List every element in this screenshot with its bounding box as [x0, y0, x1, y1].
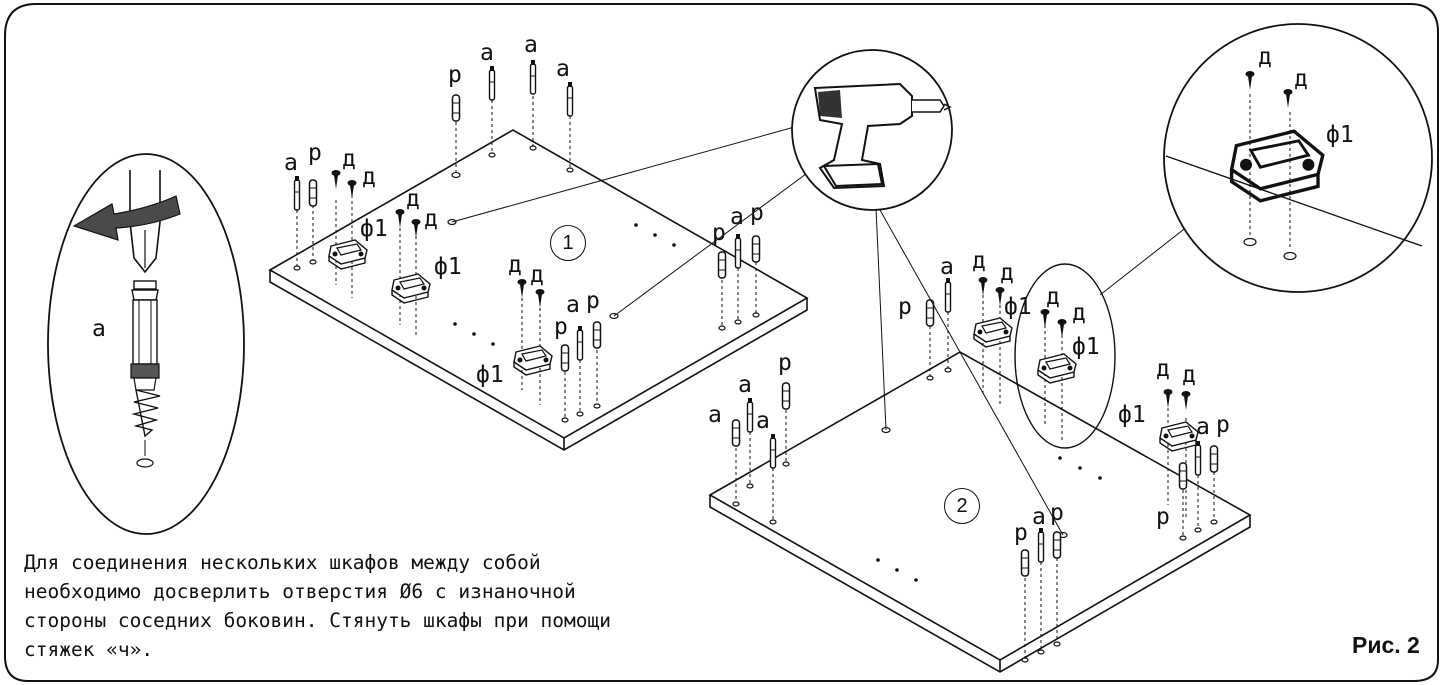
part-label-d: д [972, 248, 986, 274]
part-label-f1: ф1 [434, 254, 462, 280]
panel-number-1: 1 [550, 225, 586, 261]
part-label-d: д [1000, 260, 1014, 286]
hinge-detail-callout [1099, 23, 1433, 296]
part-label-a: а [738, 372, 752, 398]
screw-detail-callout [47, 153, 245, 535]
part-label-p: р [308, 140, 322, 166]
part-label-d: д [508, 252, 522, 278]
part-label-f1: ф1 [1118, 402, 1146, 428]
part-label-a: а [756, 408, 770, 434]
part-label-f1: ф1 [476, 362, 504, 388]
part-label-p: р [778, 350, 792, 376]
part-label-a: а [708, 402, 722, 428]
part-label-a: а [524, 32, 538, 58]
instruction-line: Для соединения нескольких шкафов между с… [24, 551, 541, 574]
instruction-text: Для соединения нескольких шкафов между с… [24, 548, 874, 664]
figure-label: Рис. 2 [1352, 632, 1420, 658]
instruction-line: стороны соседних боковин. Стянуть шкафы … [24, 609, 611, 632]
part-label-a: а [284, 150, 298, 176]
part-label-p: р [1050, 500, 1064, 526]
frame-border [4, 3, 1439, 682]
panel-1 [268, 59, 809, 451]
part-label-p: р [448, 62, 462, 88]
part-label-d: д [424, 206, 438, 232]
part-label-a: а [480, 40, 494, 66]
part-label-f1: ф1 [1004, 294, 1032, 320]
instruction-line: стяжек «ч». [24, 638, 154, 661]
part-label-p: р [712, 220, 726, 246]
part-label-d: д [1046, 284, 1060, 310]
part-label-d: д [406, 186, 420, 212]
hinge-highlight-ellipse [1014, 263, 1116, 449]
part-label-f1: ф1 [1326, 122, 1354, 148]
part-label-f1: ф1 [1072, 334, 1100, 360]
part-label-a: а [730, 204, 744, 230]
part-label-d: д [1294, 66, 1308, 92]
part-label-p: р [1156, 504, 1170, 530]
part-label-a: а [940, 254, 954, 280]
part-label-a: а [1032, 504, 1046, 530]
part-label-d: д [1072, 300, 1086, 326]
part-label-d: д [530, 262, 544, 288]
part-label-d: д [1258, 44, 1272, 70]
part-label-p: р [898, 294, 912, 320]
part-label-d: д [342, 146, 356, 172]
part-label-p: р [1216, 412, 1230, 438]
part-label-a: а [556, 56, 570, 82]
part-label-p: р [750, 200, 764, 226]
drill-detail-callout [451, 49, 1064, 536]
part-label-p: р [1014, 520, 1028, 546]
part-label-p: р [554, 314, 568, 340]
part-label-d: д [1182, 362, 1196, 388]
panel-2 [708, 277, 1252, 673]
part-label-d: д [1156, 356, 1170, 382]
instruction-line: необходимо досверлить отверстия Ø6 с изн… [24, 580, 576, 603]
part-label-f1: ф1 [360, 216, 388, 242]
part-label-a: а [566, 292, 580, 318]
part-label-a: а [1196, 414, 1210, 440]
part-label-d: д [362, 164, 376, 190]
part-label-p: р [586, 288, 600, 314]
panel-number-2: 2 [944, 488, 980, 524]
part-label-a: а [92, 316, 106, 342]
